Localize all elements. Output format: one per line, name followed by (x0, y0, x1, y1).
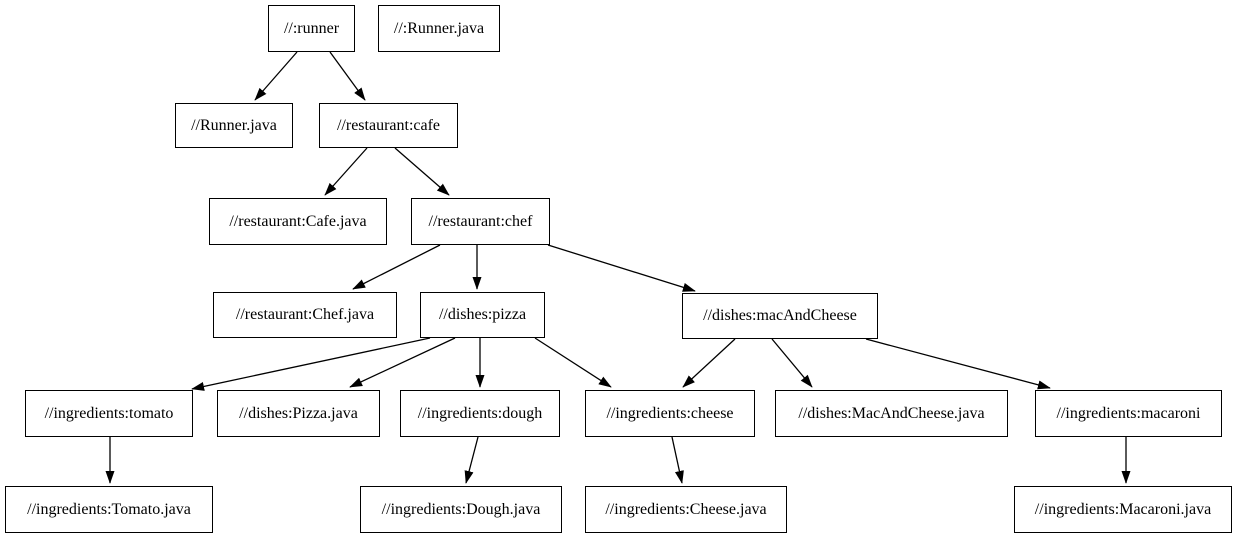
graph-node-cafe-java: //restaurant:Cafe.java (209, 198, 387, 245)
graph-node-chef-java: //restaurant:Chef.java (213, 292, 397, 338)
graph-node-macaroni-java: //ingredients:Macaroni.java (1014, 486, 1232, 533)
graph-node-macaroni: //ingredients:macaroni (1035, 390, 1222, 437)
graph-node-tomato-java: //ingredients:Tomato.java (5, 486, 213, 533)
graph-node-cheese-java: //ingredients:Cheese.java (585, 486, 787, 533)
edge-runner-to-runner-java (254, 51, 298, 101)
edge-pizza-to-pizza-java (349, 337, 456, 388)
graph-node-cafe: //restaurant:cafe (319, 103, 458, 148)
graph-node-runner-java: //Runner.java (175, 103, 293, 148)
edge-chef-to-chef-java (352, 244, 441, 290)
graph-node-dough-java: //ingredients:Dough.java (360, 486, 562, 533)
graph-node-chef: //restaurant:chef (411, 198, 550, 245)
edge-macandcheese-to-macandcheese-java (771, 338, 813, 388)
edge-pizza-to-cheese (534, 337, 612, 388)
graph-node-root-runner-java: //:Runner.java (378, 5, 500, 52)
edge-pizza-to-tomato (191, 337, 431, 391)
edges (105, 51, 1131, 484)
graph-node-dough: //ingredients:dough (400, 390, 560, 437)
edge-cheese-to-cheese-java (671, 436, 684, 484)
graph-node-cheese: //ingredients:cheese (585, 390, 755, 437)
graph-node-tomato: //ingredients:tomato (25, 390, 193, 437)
edge-dough-to-dough-java (464, 436, 479, 484)
edge-runner-to-cafe (329, 51, 366, 101)
edge-macandcheese-to-macaroni (865, 338, 1051, 390)
graph-node-runner: //:runner (268, 5, 355, 52)
graph-node-macandcheese: //dishes:macAndCheese (682, 293, 878, 339)
graph-node-macandcheese-java: //dishes:MacAndCheese.java (775, 390, 1008, 437)
edge-chef-to-macandcheese (547, 244, 696, 292)
edge-cafe-to-chef (394, 147, 450, 196)
graph-node-pizza: //dishes:pizza (420, 292, 545, 338)
edge-cafe-to-cafe-java (324, 147, 368, 196)
edge-macandcheese-to-cheese (682, 338, 736, 388)
graph-node-pizza-java: //dishes:Pizza.java (217, 390, 380, 437)
